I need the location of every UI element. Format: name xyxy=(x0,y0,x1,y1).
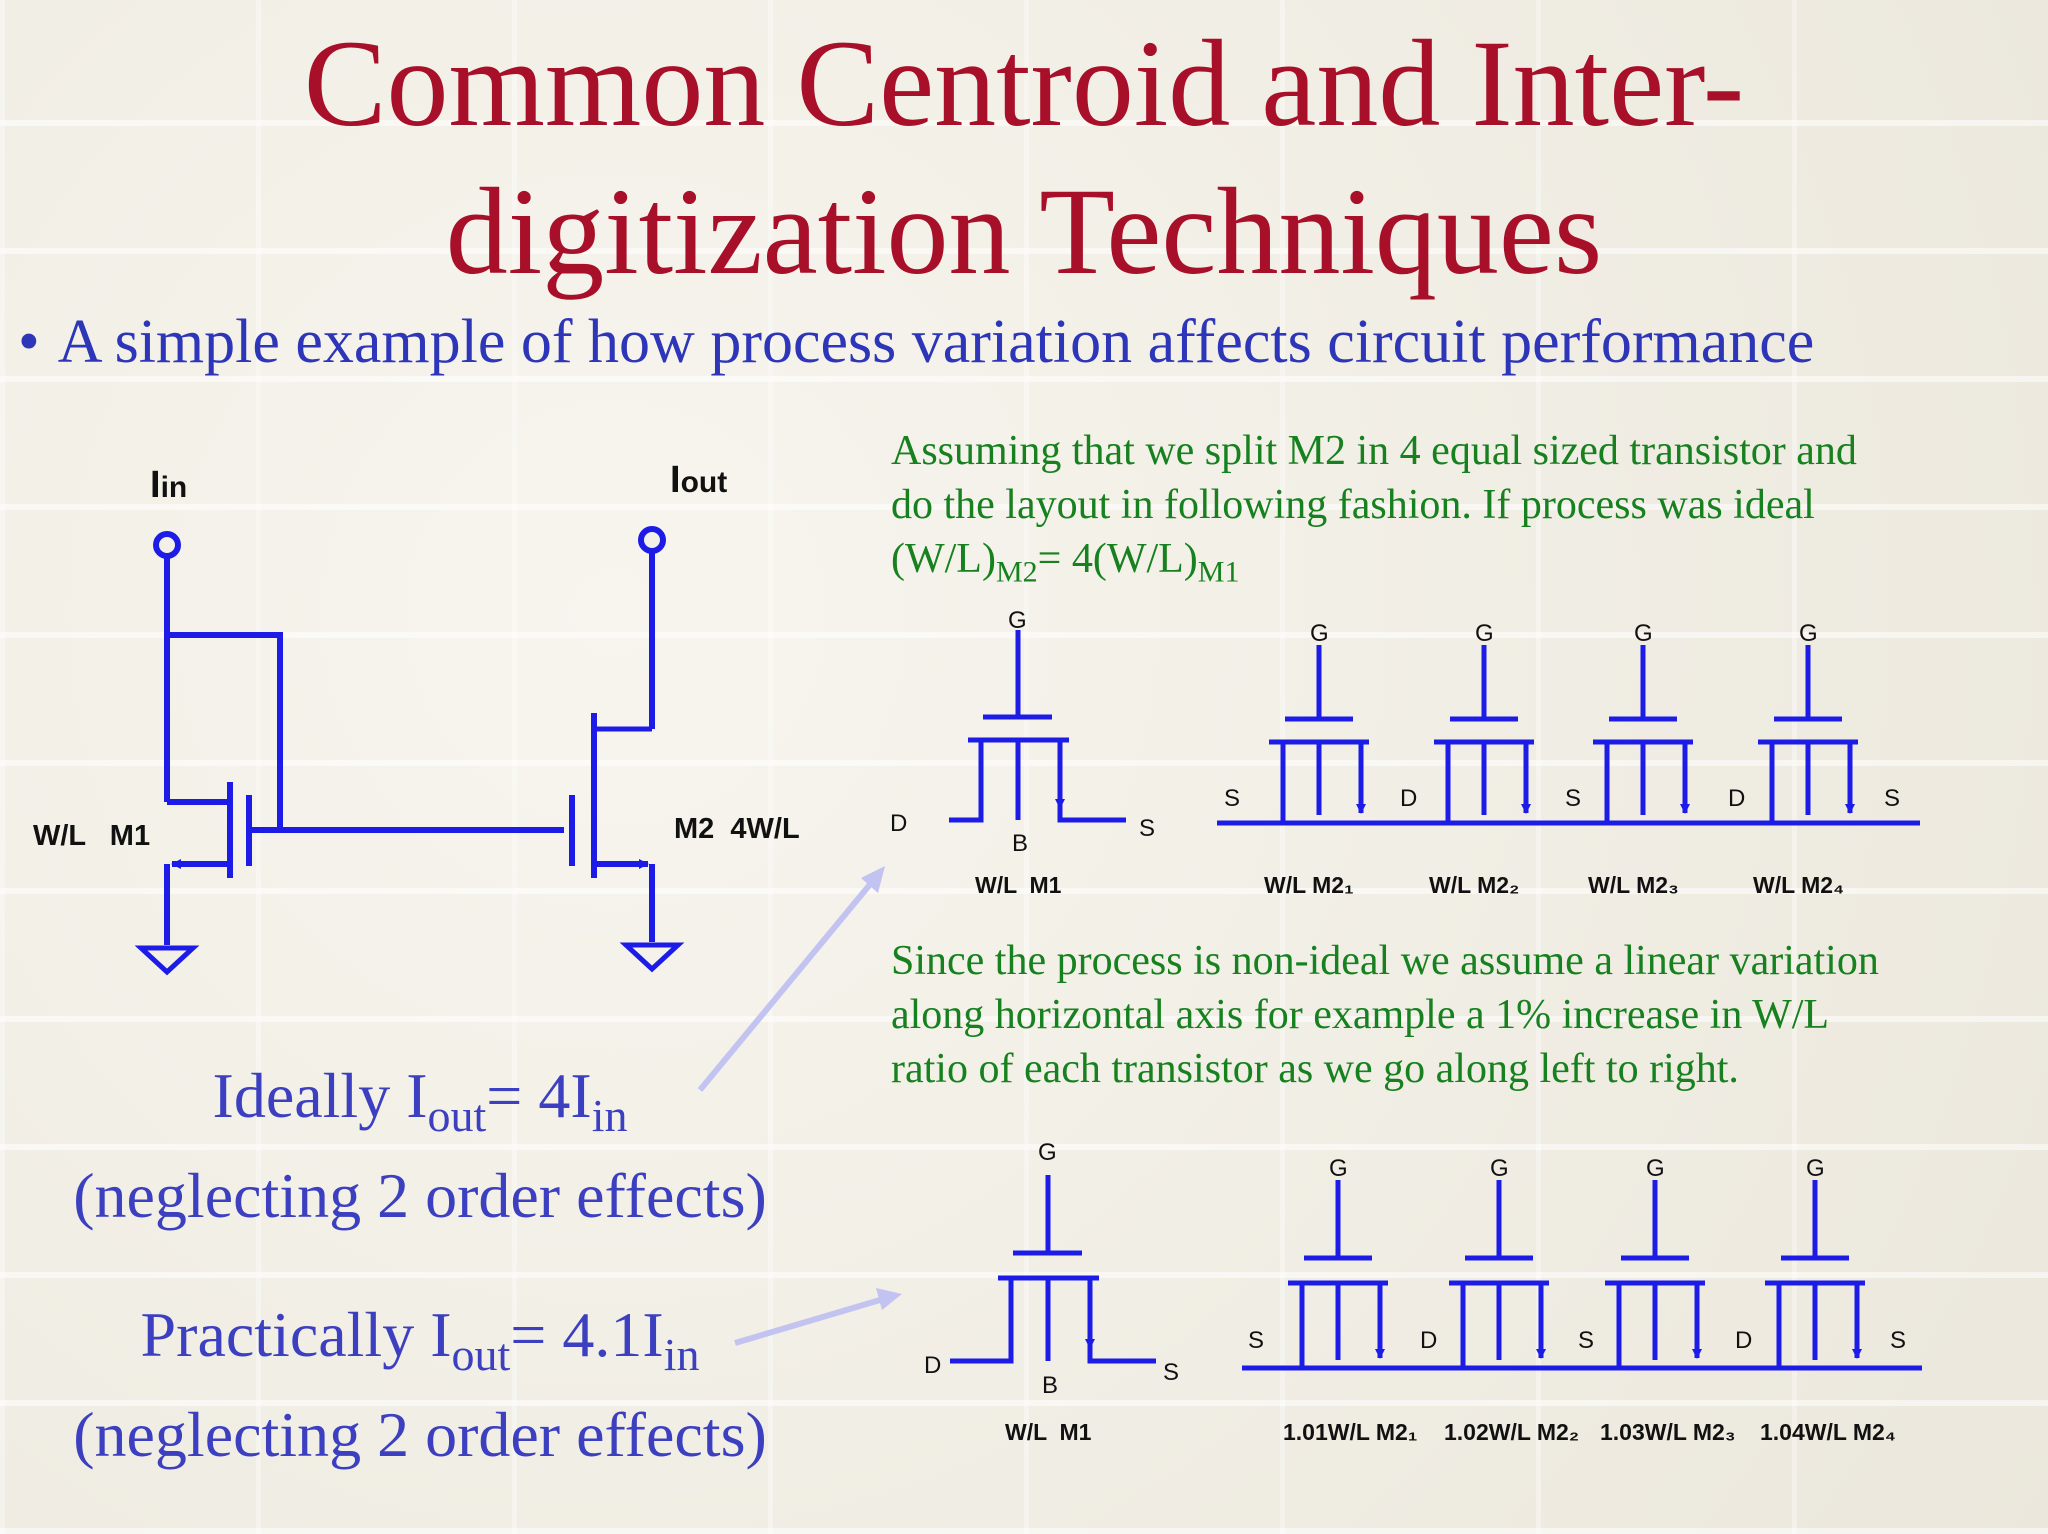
practical-text-a: Practically I xyxy=(140,1299,452,1370)
row2-m2-node-label-1: S xyxy=(1248,1327,1264,1354)
row2-m2-finger-1 xyxy=(1288,1180,1388,1368)
row2-m1-transistor xyxy=(950,1175,1156,1364)
row2-m2-array: G 1.01W/L M2₁ G 1.02W/L M2₂ G 1.03W/L M2₃ G 1.0… xyxy=(1242,1155,1922,1445)
assumption-line-3: (W/L)M2= 4(W/L)M1 xyxy=(891,532,2031,599)
practical-line-1: Practically Iout= 4.1Iin xyxy=(20,1295,820,1395)
row1-m2-finger-2 xyxy=(1434,645,1534,823)
assumption-wl: (W/L) xyxy=(891,536,996,582)
row2-m2-finger-3 xyxy=(1605,1180,1705,1368)
ideal-text-b: = 4I xyxy=(486,1060,592,1131)
row2-m2-node-label-3: S xyxy=(1578,1327,1594,1354)
row2-m1-drain-label: D xyxy=(924,1352,941,1379)
row1-m2-node-label-5: S xyxy=(1884,785,1900,812)
row1-m2-finger-1 xyxy=(1269,645,1369,823)
title-line-2: digitization Techniques xyxy=(445,163,1603,300)
iout-label: Iout xyxy=(670,459,727,501)
row2-m1-source-label: S xyxy=(1163,1359,1179,1386)
variation-line-1: Since the process is non-ideal we assume… xyxy=(891,938,1879,984)
row1-m1-bulk-label: B xyxy=(1012,830,1028,857)
row1-m2-size-label-4: W/L M2₄ xyxy=(1753,872,1844,898)
slide-title: Common Centroid and Inter- digitization … xyxy=(0,10,2048,306)
row2-m2-size-label-2: 1.02W/L M2₂ xyxy=(1444,1419,1579,1445)
row2-m2-finger-4 xyxy=(1765,1180,1865,1368)
row1-m1-gate-label: G xyxy=(1008,607,1027,634)
row2-m2-node-label-5: S xyxy=(1890,1327,1906,1354)
iout-terminal xyxy=(638,526,666,554)
row2-m2-size-label-4: 1.04W/L M2₄ xyxy=(1760,1419,1896,1445)
ground-symbol-m2 xyxy=(619,942,685,973)
row2-m1-gate-label: G xyxy=(1038,1139,1057,1166)
bullet-text: A simple example of how process variatio… xyxy=(57,308,1815,376)
row1-m2-node-label-4: D xyxy=(1728,785,1745,812)
row2-m2-gate-label-3: G xyxy=(1646,1155,1665,1182)
assumption-text: Assuming that we split M2 in 4 equal siz… xyxy=(891,424,2031,599)
assumption-eq: = 4(W/L) xyxy=(1037,536,1198,582)
row1-m2-array: G W/L M2₁ G W/L M2₂ G W/L M2₃ G W/L M2₄ S D S D S xyxy=(1217,620,1920,898)
current-mirror xyxy=(134,526,685,976)
ideal-sub-in: in xyxy=(591,1089,628,1141)
assumption-line-2: do the layout in following fashion. If p… xyxy=(891,482,1815,528)
row2-m2-size-label-1: 1.01W/L M2₁ xyxy=(1283,1419,1417,1445)
practical-text-b: = 4.1I xyxy=(510,1299,664,1370)
practical-equation: Practically Iout= 4.1Iin (neglecting 2 o… xyxy=(20,1295,820,1475)
ideal-pointer-arrow xyxy=(697,880,875,1092)
ideal-line-1: Ideally Iout= 4Iin xyxy=(20,1056,820,1156)
row1-m2-node-label-1: S xyxy=(1224,785,1240,812)
m1-size-label: W/L M1 xyxy=(33,820,150,852)
m2-size-label: M2 4W/L xyxy=(674,813,800,845)
row1-m2-gate-label-1: G xyxy=(1310,620,1329,647)
row2-m2-node-label-2: D xyxy=(1420,1327,1437,1354)
practical-sub-out: out xyxy=(451,1328,511,1380)
row1-m1-drain-label: D xyxy=(890,810,907,837)
practical-sub-in: in xyxy=(663,1328,700,1380)
variation-line-3: ratio of each transistor as we go along … xyxy=(891,1046,1739,1092)
row1-m2-finger-3 xyxy=(1593,645,1693,823)
row2-m2-gate-label-2: G xyxy=(1490,1155,1509,1182)
variation-line-2: along horizontal axis for example a 1% i… xyxy=(891,992,1830,1038)
row1-m2-size-label-2: W/L M2₂ xyxy=(1429,872,1519,898)
bullet-marker: • xyxy=(18,308,40,376)
row1-m2-node-label-3: S xyxy=(1565,785,1581,812)
row1-m2-gate-label-3: G xyxy=(1634,620,1653,647)
bullet-point: •A simple example of how process variati… xyxy=(18,302,2038,382)
row2-m1-bulk-label: B xyxy=(1042,1372,1058,1399)
assumption-sub-m2: M2 xyxy=(995,555,1038,589)
assumption-sub-m1: M1 xyxy=(1197,555,1240,589)
row1-m2-size-label-1: W/L M2₁ xyxy=(1264,872,1354,898)
variation-text: Since the process is non-ideal we assume… xyxy=(891,934,2041,1096)
iin-label: Iin xyxy=(150,464,187,506)
row1-m2-finger-4 xyxy=(1758,645,1858,823)
assumption-line-1: Assuming that we split M2 in 4 equal siz… xyxy=(891,428,1857,474)
ground-symbol-m1 xyxy=(134,945,200,976)
row2-m2-size-label-3: 1.03W/L M2₃ xyxy=(1600,1419,1735,1445)
row1-m1-size-label: W/L M1 xyxy=(975,872,1062,898)
ideal-sub-out: out xyxy=(427,1089,487,1141)
row2-m2-node-label-4: D xyxy=(1735,1327,1752,1354)
ideal-text-a: Ideally I xyxy=(212,1060,428,1131)
pointer-arrows xyxy=(697,866,902,1346)
circuit-labels: Iin Iout W/L M1 M2 4W/L xyxy=(33,459,800,852)
row2-m2-gate-label-1: G xyxy=(1329,1155,1348,1182)
row2-m1-labels: G D B S W/L M1 xyxy=(924,1139,1179,1445)
ideal-line-2: (neglecting 2 order effects) xyxy=(73,1159,767,1231)
row1-m1-labels: G D B S W/L M1 xyxy=(890,607,1155,898)
row1-m1-source-label: S xyxy=(1139,815,1155,842)
title-line-1: Common Centroid and Inter- xyxy=(303,15,1745,152)
row2-m1-size-label: W/L M1 xyxy=(1005,1419,1092,1445)
practical-line-2: (neglecting 2 order effects) xyxy=(73,1398,767,1470)
row1-m2-gate-label-4: G xyxy=(1799,620,1818,647)
iin-terminal xyxy=(153,531,181,559)
row1-m1-transistor xyxy=(949,630,1126,823)
row1-m2-gate-label-2: G xyxy=(1475,620,1494,647)
ideal-equation: Ideally Iout= 4Iin (neglecting 2 order e… xyxy=(20,1056,820,1236)
row2-m2-finger-2 xyxy=(1449,1180,1549,1368)
row1-m2-node-label-2: D xyxy=(1400,785,1417,812)
row2-m2-gate-label-4: G xyxy=(1806,1155,1825,1182)
row1-m2-size-label-3: W/L M2₃ xyxy=(1588,872,1679,898)
practical-pointer-arrow xyxy=(734,1297,881,1346)
